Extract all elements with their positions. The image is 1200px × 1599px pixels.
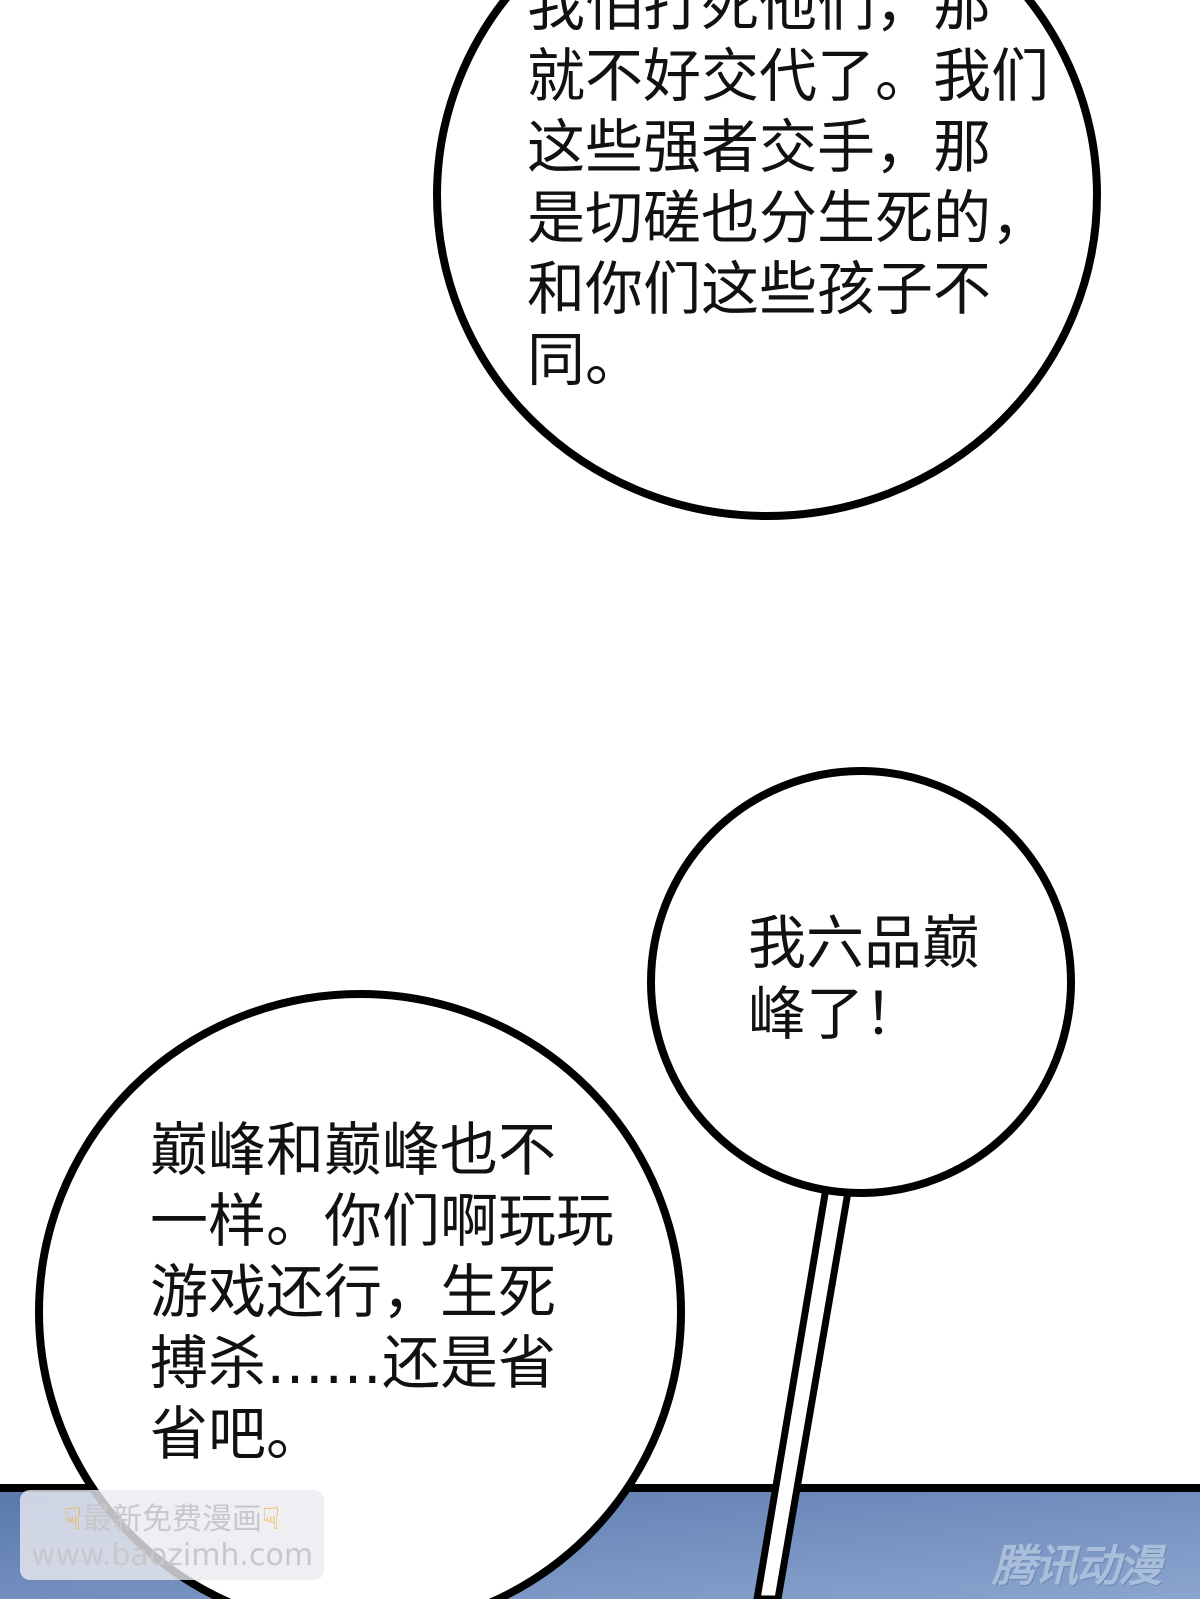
text-line: 我怕打死他们，那: [527, 0, 992, 39]
text-line: 这些强者交手，那: [527, 113, 992, 181]
bubble-top-text: 我怕打死他们，那 就不好交代了。我们 这些强者交手，那 是切磋也分生死的， 和你…: [527, 0, 1049, 396]
text-line: 同。: [527, 326, 644, 394]
text-line: 一样。你们啊玩玩: [150, 1187, 615, 1255]
bubble-right-text: 我六品巅 峰了！: [748, 908, 980, 1050]
text-line: 巅峰和巅峰也不: [150, 1116, 557, 1184]
watermark-url[interactable]: www.baozimh.com: [30, 1538, 314, 1573]
text-line: 省吧。: [150, 1400, 325, 1468]
pointing-down-hand-icon: ☟: [262, 1502, 281, 1537]
text-line: 是切磋也分生死的，: [527, 184, 1050, 252]
watermark-title: ☟最新免费漫画☟: [63, 1502, 281, 1537]
text-line: 和你们这些孩子不: [527, 255, 992, 323]
text-line: 搏杀……还是省: [150, 1329, 557, 1397]
publisher-logo: 腾讯动漫: [992, 1541, 1162, 1592]
speech-bubble-left: [35, 990, 685, 1599]
bubble-left-text: 巅峰和巅峰也不 一样。你们啊玩玩 游戏还行，生死 搏杀……还是省 省吧。: [150, 1115, 614, 1470]
speech-bubble-right: [647, 767, 1075, 1197]
watermark[interactable]: ☟最新免费漫画☟ www.baozimh.com: [20, 1490, 324, 1580]
text-line: 就不好交代了。我们: [527, 42, 1050, 110]
text-line: 峰了！: [748, 980, 923, 1048]
speech-bubble-top: [433, 0, 1101, 520]
text-line: 游戏还行，生死: [150, 1258, 557, 1326]
text-line: 我六品巅: [748, 909, 981, 977]
pointing-down-hand-icon: ☟: [63, 1502, 82, 1537]
